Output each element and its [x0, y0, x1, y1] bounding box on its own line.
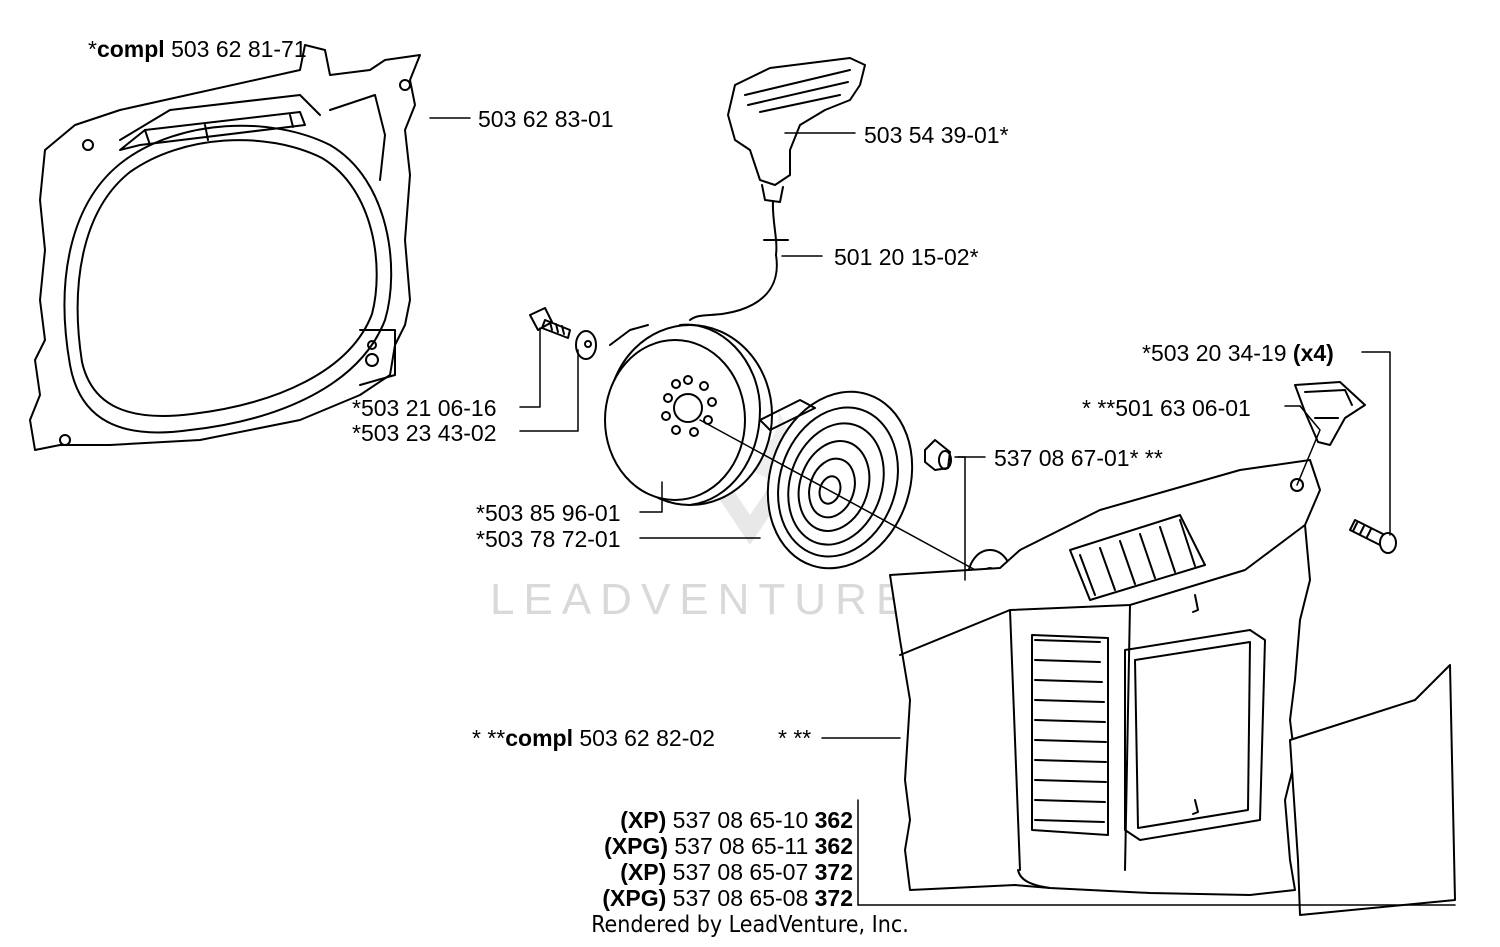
label-cord: 501 20 15-02* [834, 244, 979, 270]
starter-housing-drawing [29, 44, 421, 451]
washer-drawing [575, 330, 597, 360]
label-variant: (XPG) 537 08 65-11 362 [604, 833, 853, 859]
label-variant: (XPG) 537 08 65-08 372 [602, 885, 853, 911]
recoil-spring-drawing [759, 390, 914, 570]
pulley-drawing [604, 323, 773, 506]
starter-cover-drawing [889, 459, 1321, 896]
bolt-drawing [529, 307, 571, 339]
sticker-panel-drawing [1289, 664, 1456, 916]
starter-handle-drawing [727, 57, 866, 256]
bushing-drawing [1294, 381, 1366, 446]
screw-drawing [1349, 519, 1397, 554]
label-handle: 503 54 39-01* [864, 122, 1009, 148]
label-variant: (XP) 537 08 65-07 372 [620, 859, 853, 885]
label-cover-compl: * **compl 503 62 82-02 [472, 725, 715, 751]
leader-lines [429, 117, 1456, 906]
label-screw-set: *503 20 34-19 (x4) [1142, 340, 1334, 366]
label-pulley: *503 85 96-01 [476, 500, 621, 526]
label-housing: 503 62 83-01 [478, 106, 614, 132]
watermark-text: LEADVENTURE [490, 575, 915, 624]
starter-cord-drawing [689, 254, 778, 321]
label-spring: *503 78 72-01 [476, 526, 621, 552]
label-variant: (XP) 537 08 65-10 362 [620, 807, 853, 833]
label-bolt: *503 21 06-16 [352, 395, 497, 421]
label-housing-compl: *compl 503 62 81-71 [88, 36, 307, 62]
label-bearing: 537 08 67-01* ** [994, 445, 1163, 471]
label-cover-marks: * ** [778, 725, 812, 751]
label-bushing: * **501 63 06-01 [1082, 395, 1251, 421]
bearing-drawing [924, 439, 952, 471]
label-washer: *503 23 43-02 [352, 420, 497, 446]
footer-credit: Rendered by LeadVenture, Inc. [591, 912, 909, 938]
